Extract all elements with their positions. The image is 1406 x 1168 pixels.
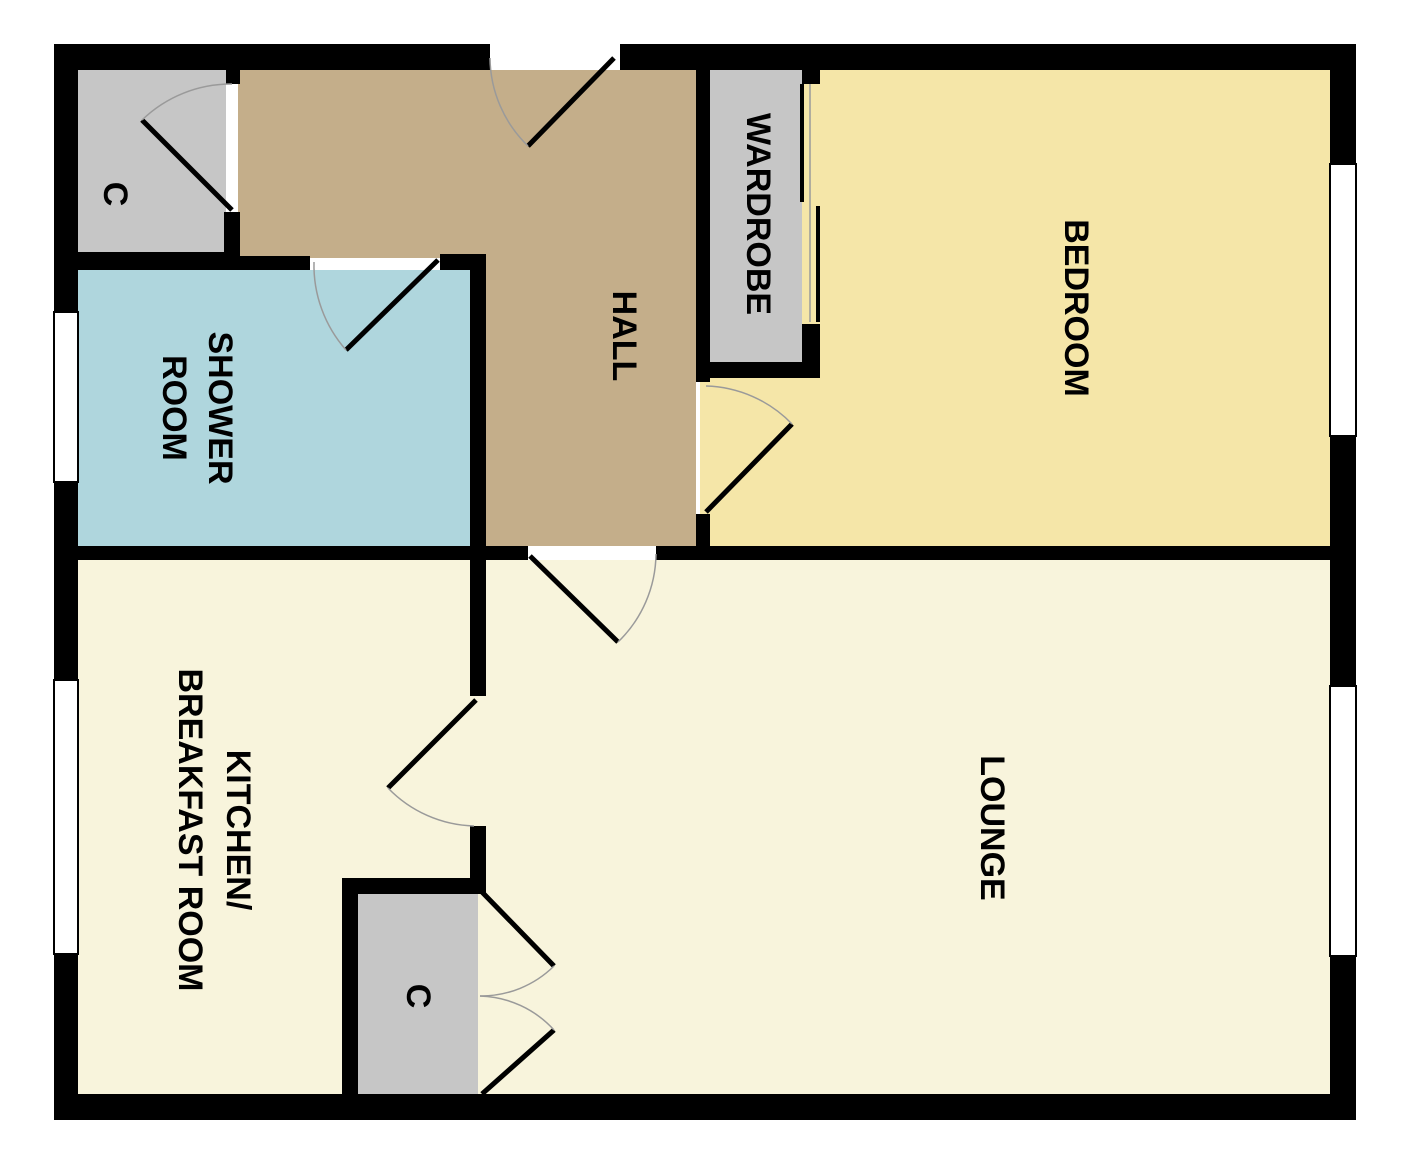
wardrobe-floor — [710, 70, 802, 362]
door-cupboard-bottom-leaf-a[interactable] — [480, 890, 556, 968]
outer-wall-top-right — [620, 44, 1356, 70]
room-label-cupboard-bottom: C — [399, 984, 437, 1009]
outer-wall-bottom — [54, 1094, 1356, 1120]
shower-wall-top-a — [78, 256, 310, 270]
cupboard-bottom-wall-top — [342, 878, 486, 894]
window-kitchen — [53, 679, 79, 955]
door-lounge-swing — [617, 553, 657, 643]
door-bedroom-swing — [705, 385, 793, 425]
room-labels: C WARDROBE BEDROOM HALL SHOWER ROOM KITC… — [96, 113, 1095, 1008]
outer-wall-left — [54, 44, 78, 1120]
shower-wall-right — [470, 254, 486, 560]
window-bedroom — [1329, 163, 1357, 437]
cupboard-top-floor — [78, 70, 226, 252]
wardrobe-wall-right-b — [802, 324, 820, 378]
door-cupboard-bottom-swing-b — [479, 995, 555, 1031]
door-shower-leaf[interactable] — [344, 258, 440, 352]
door-cupboard-top-swing — [141, 83, 233, 121]
door-cupboard-bottom-swing-a — [479, 965, 555, 997]
kitchen-lounge-wall-top — [470, 560, 486, 696]
wardrobe-wall-bottom — [696, 362, 820, 378]
hall-bedroom-wall-bottom — [696, 514, 710, 554]
room-label-wardrobe: WARDROBE — [739, 113, 777, 315]
room-label-hall: HALL — [605, 291, 643, 382]
room-label-shower-line1: SHOWER — [201, 332, 239, 485]
room-label-kitchen-line2: BREAKFAST ROOM — [171, 669, 209, 992]
room-label-shower-line2: ROOM — [155, 355, 193, 461]
door-entrance-swing — [489, 57, 529, 147]
door-entrance-leaf[interactable] — [526, 56, 616, 148]
outer-wall-top-left — [54, 44, 490, 70]
windows — [53, 163, 1357, 957]
room-label-lounge: LOUNGE — [973, 755, 1011, 900]
room-label-kitchen-line1: KITCHEN/ — [219, 750, 257, 911]
window-lounge — [1329, 685, 1357, 957]
door-lounge-leaf[interactable] — [528, 554, 620, 644]
doors — [140, 56, 820, 1096]
hall-bedroom-wall-top — [696, 70, 710, 382]
door-shower-swing — [313, 261, 347, 351]
shower-room-floor — [78, 270, 472, 546]
cupboard-bottom-floor — [356, 894, 478, 1094]
cupboard-bottom-wall-left — [342, 878, 358, 1094]
bedroom-floor — [708, 70, 1330, 546]
door-kitchen-swing — [387, 787, 475, 827]
door-cupboard-top-leaf[interactable] — [140, 118, 234, 212]
lounge-floor — [484, 560, 1330, 1094]
middle-wall-left — [78, 546, 528, 560]
hall-door-recess — [700, 382, 712, 514]
middle-wall-right — [656, 546, 1330, 560]
door-kitchen-leaf[interactable] — [386, 698, 478, 790]
room-label-bedroom: BEDROOM — [1057, 219, 1095, 397]
door-cupboard-bottom-leaf-b[interactable] — [480, 1028, 556, 1096]
kitchen-lounge-wall-mid — [470, 826, 486, 892]
room-fills — [78, 70, 1330, 1094]
room-label-cupboard-top: C — [96, 182, 134, 207]
cupboard-top-wall-right-b — [224, 212, 240, 258]
cupboard-top-wall-right-a — [226, 70, 240, 84]
window-shower — [53, 311, 79, 483]
wardrobe-wall-right-a — [802, 70, 820, 84]
door-bedroom-leaf[interactable] — [704, 422, 794, 514]
hall-floor — [238, 70, 696, 546]
